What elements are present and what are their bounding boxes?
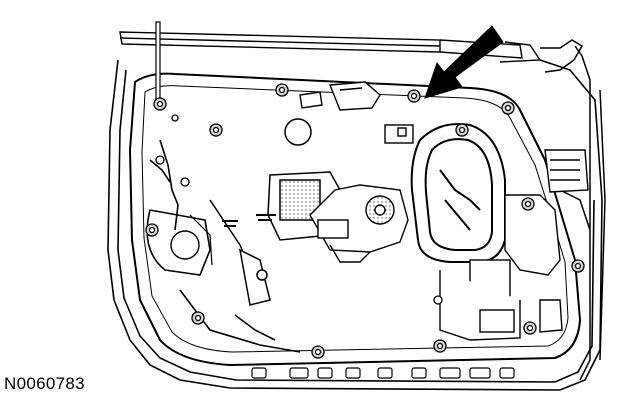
guide-rod <box>155 21 161 109</box>
door-edge-trim <box>540 39 606 381</box>
mounting-bolts <box>145 83 585 359</box>
speaker-opening <box>146 209 213 276</box>
window-motor <box>309 184 409 263</box>
door-outer-shell <box>107 59 603 391</box>
callout-arrow <box>424 25 504 99</box>
lower-bracket-panels <box>439 194 563 341</box>
window-glass-bracket <box>299 81 414 144</box>
access-hole <box>284 118 312 146</box>
regulator-track <box>410 123 506 263</box>
bottom-drain-slots <box>251 367 515 379</box>
wire-harness <box>149 139 301 353</box>
stamped-marks <box>222 214 276 227</box>
door-latch <box>544 149 589 193</box>
figure-reference-number: N0060783 <box>4 374 85 393</box>
